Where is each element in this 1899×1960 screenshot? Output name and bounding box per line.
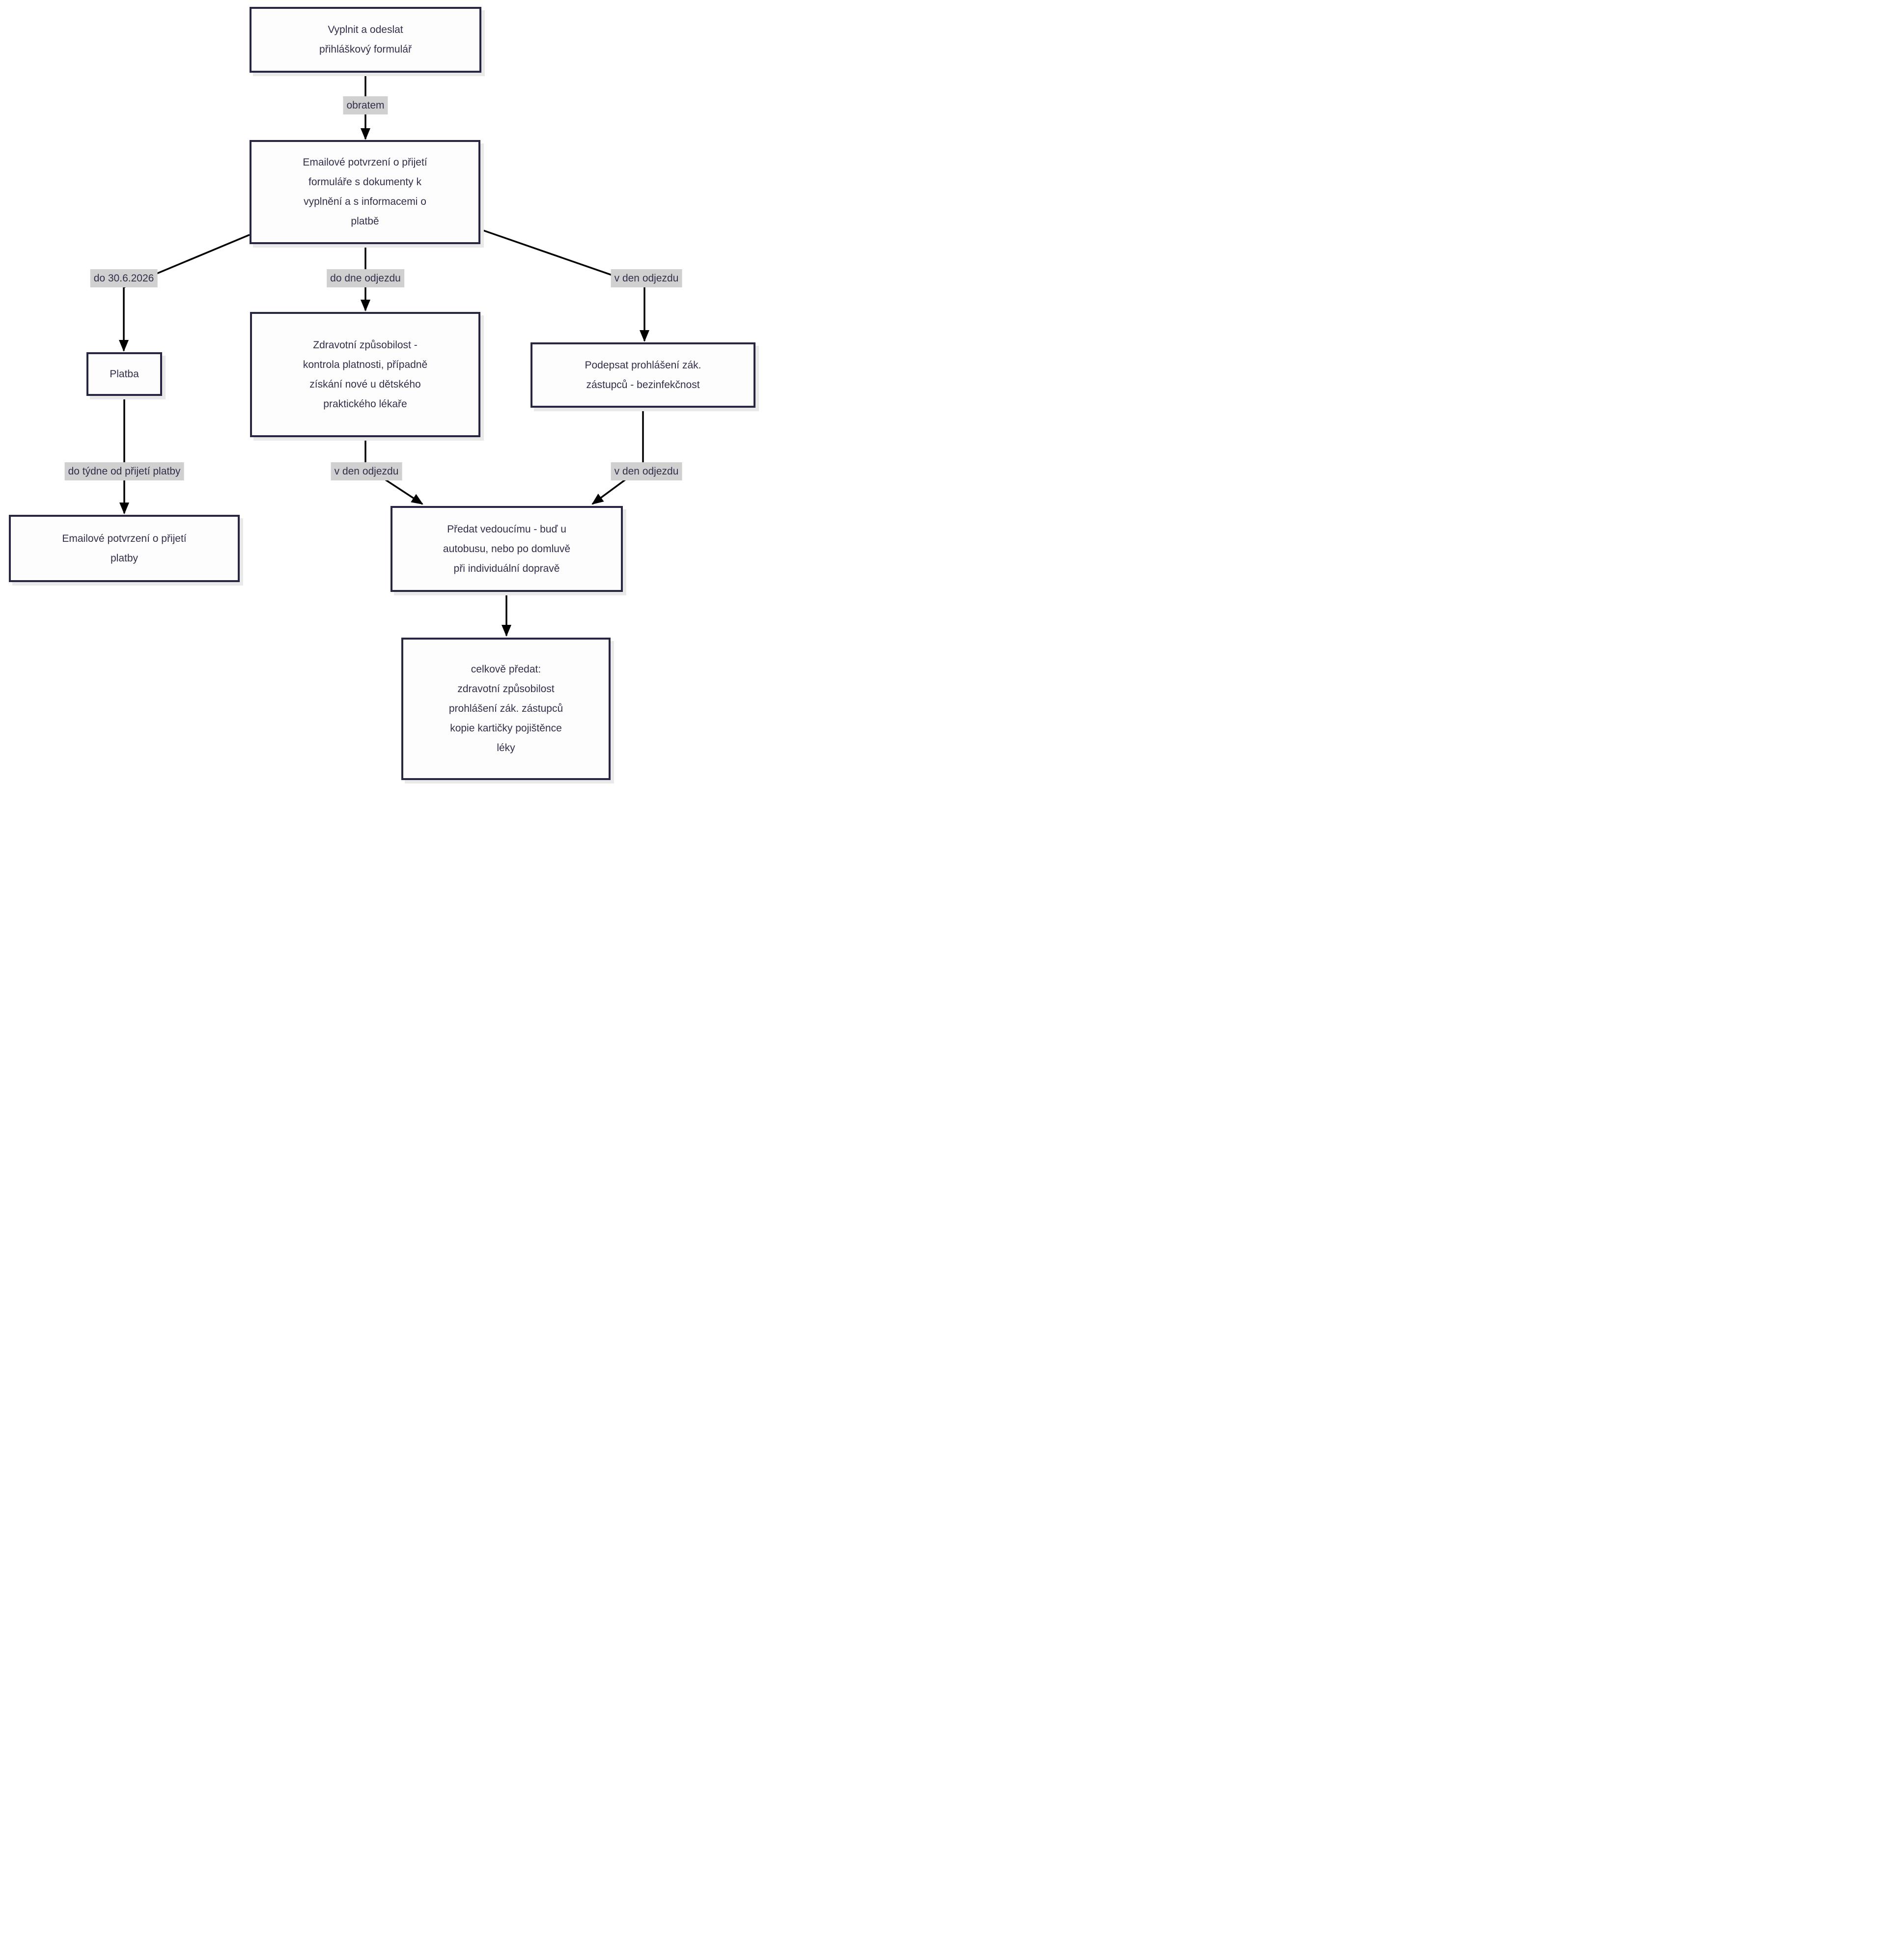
node-text: formuláře s dokumenty k	[308, 176, 421, 188]
node-text: získání nové u dětského	[309, 378, 421, 390]
node-text: při individuální dopravě	[453, 562, 560, 574]
node-predat-vedoucimu: Předat vedoucímu - buď u autobusu, nebo …	[391, 506, 623, 592]
node-text: Podepsat prohlášení zák.	[585, 359, 701, 371]
node-text: Předat vedoucímu - buď u	[447, 523, 566, 535]
node-text: přihláškový formulář	[319, 44, 412, 55]
node-zdravotni-zpusobilost: Zdravotní způsobilost - kontrola platnos…	[250, 312, 480, 437]
edge-podepsat-to-predat	[591, 408, 644, 505]
node-platba: Platba	[86, 352, 162, 396]
node-text: zástupců - bezinfekčnost	[586, 379, 700, 391]
node-text: Emailové potvrzení o přijetí	[62, 532, 187, 544]
edge-label-do-dne-odjezdu: do dne odjezdu	[327, 269, 404, 287]
node-text: platbě	[351, 216, 379, 227]
edge-label-do-30-6-2026: do 30.6.2026	[90, 269, 158, 287]
node-text: celkově předat:	[471, 664, 541, 675]
node-text: platby	[110, 552, 139, 564]
node-text: kontrola platnosti, případně	[303, 359, 428, 370]
edge-label-v-den-odjezdu-2: v den odjezdu	[331, 462, 402, 480]
node-text: praktického lékaře	[323, 398, 407, 410]
node-vyplnit-formular: Vyplnit a odeslat přihláškový formulář	[250, 7, 481, 73]
node-text: kopie kartičky pojištěnce	[450, 723, 562, 734]
edge-label-obratem: obratem	[343, 96, 388, 114]
node-text: Platba	[110, 368, 139, 380]
edge-label-do-tydne-od-prijeti-platby: do týdne od přijetí platby	[64, 462, 184, 480]
node-text: léky	[497, 742, 515, 754]
node-text: prohlášení zák. zástupců	[448, 703, 563, 714]
node-text: autobusu, nebo po domluvě	[443, 543, 571, 555]
node-celkove-predat: celkově předat: zdravotní způsobilost pr…	[401, 638, 611, 780]
node-text: Zdravotní způsobilost -	[313, 339, 418, 351]
node-emailove-potvrzeni-platby: Emailové potvrzení o přijetí platby	[9, 515, 240, 582]
edge-label-v-den-odjezdu-3: v den odjezdu	[611, 462, 682, 480]
flowchart-canvas: Vyplnit a odeslat přihláškový formulář E…	[0, 0, 759, 784]
node-text: vyplnění a s informacemi o	[304, 196, 426, 207]
node-text: zdravotní způsobilost	[457, 683, 555, 695]
edge-label-v-den-odjezdu-1: v den odjezdu	[611, 269, 682, 287]
node-podepsat-prohlaseni: Podepsat prohlášení zák. zástupců - bezi…	[531, 342, 755, 408]
node-emailove-potvrzeni-formulare: Emailové potvrzení o přijetí formuláře s…	[250, 140, 480, 244]
node-text: Vyplnit a odeslat	[328, 24, 403, 35]
edge-emailform-to-platba	[119, 234, 250, 352]
node-text: Emailové potvrzení o přijetí	[303, 157, 427, 168]
